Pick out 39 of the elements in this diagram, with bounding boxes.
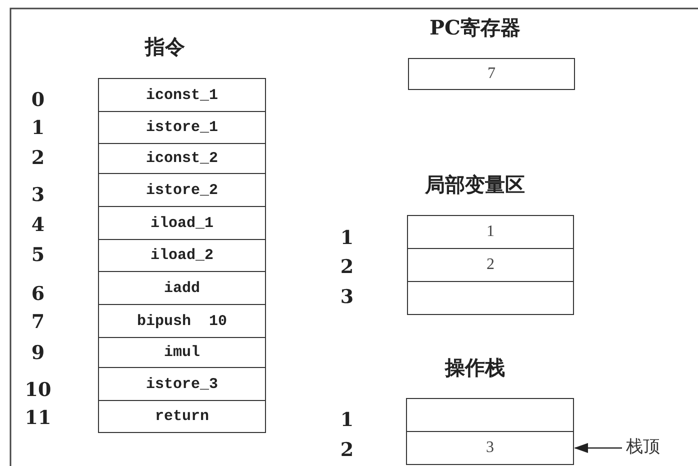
row-number: 9 [31,342,45,364]
register-cell: 7 [408,58,575,90]
stack-cell [406,398,574,432]
row-number: 5 [31,244,45,266]
instruction-cell: iconst_2 [98,143,266,174]
instruction-cell: bipush 10 [98,304,266,338]
row-number: 7 [31,311,45,333]
variable-cell: 2 [407,248,574,282]
row-number: 2 [340,439,354,461]
instruction-cell: iconst_1 [98,78,266,112]
row-number: 3 [31,184,45,206]
instruction-cell: imul [98,337,266,368]
row-number: 0 [31,89,45,111]
section-heading: PC寄存器 [430,14,520,42]
instruction-cell: iadd [98,271,266,305]
row-number: 10 [24,379,52,401]
section-heading: 指令 [145,34,185,60]
variable-cell [407,281,574,315]
instruction-cell: istore_2 [98,173,266,207]
row-number: 4 [31,214,45,236]
instruction-cell: istore_1 [98,111,266,144]
stack-cell: 3 [406,431,574,465]
instruction-cell: iload_2 [98,239,266,272]
row-number: 1 [340,227,354,249]
row-number: 1 [31,117,45,139]
arrow [574,443,622,453]
row-number: 6 [31,283,45,305]
section-heading: 局部变量区 [425,172,525,198]
row-number: 3 [340,286,354,308]
variable-cell: 1 [407,215,574,249]
row-number: 11 [24,407,52,429]
instruction-cell: istore_3 [98,367,266,401]
row-number: 2 [31,147,45,169]
pointer-label: 栈顶 [626,432,672,460]
instruction-cell: return [98,400,266,433]
section-heading: 操作栈 [445,354,505,382]
instruction-cell: iload_1 [98,206,266,240]
row-number: 2 [340,256,354,278]
row-number: 1 [340,409,354,431]
